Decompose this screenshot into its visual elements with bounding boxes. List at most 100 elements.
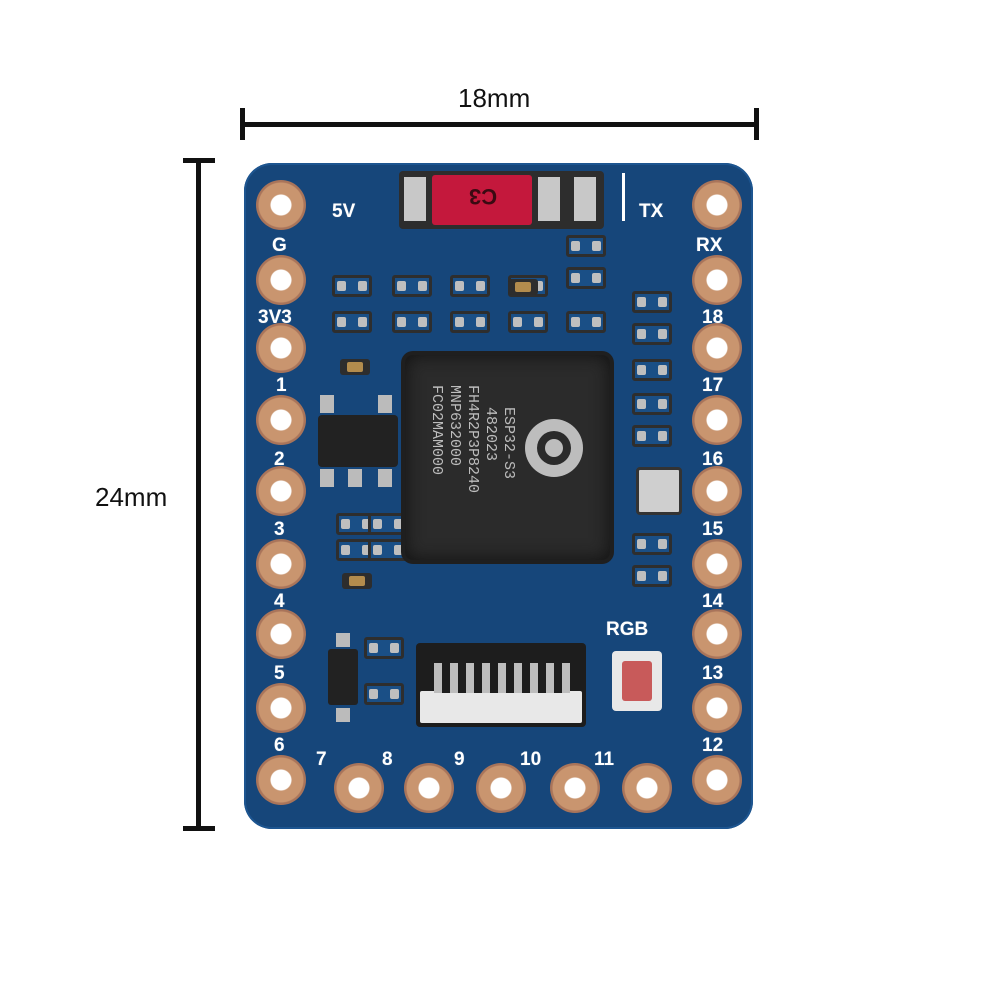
bottom-pad [404, 763, 454, 813]
pin-label-left: 5 [274, 663, 285, 684]
capacitor-c3-terminal-left [404, 177, 426, 221]
capacitor-c3-body [432, 175, 532, 225]
pin-label-left: G [272, 235, 287, 256]
fpc-connector-housing [420, 691, 582, 723]
smd-component [632, 393, 672, 415]
pin-label-bottom: 10 [520, 749, 542, 770]
pin-label-bottom: 7 [316, 749, 327, 770]
width-dimension-cap-left [240, 108, 245, 140]
left-pad [256, 180, 306, 230]
smd-component [368, 513, 408, 535]
right-pad [692, 683, 742, 733]
regulator-lead [320, 469, 334, 487]
smd-component [566, 235, 606, 257]
height-dimension-line [196, 160, 201, 830]
fpc-connector-pins [434, 663, 570, 693]
pin-label-left: 6 [274, 735, 285, 756]
pin-label-right: 13 [702, 663, 724, 684]
esp32-chip: ESP32-S3 482023 FH4R2P3P8240 MNP632000 F… [405, 355, 610, 560]
smd-component [368, 539, 408, 561]
voltage-regulator [318, 415, 398, 467]
smd-component [508, 311, 548, 333]
smd-component [632, 425, 672, 447]
width-dimension-cap-right [754, 108, 759, 140]
capacitor-c3-terminal-right [574, 177, 596, 221]
tx-separator-line [622, 173, 625, 221]
chip-marking-line5: FC02MAM000 [428, 385, 445, 476]
label-tx: TX [639, 201, 664, 222]
bottom-pad [334, 763, 384, 813]
smd-component [566, 267, 606, 289]
left-pad [256, 539, 306, 589]
smd-component [632, 323, 672, 345]
smd-component [632, 291, 672, 313]
bottom-pad [550, 763, 600, 813]
right-pad [692, 466, 742, 516]
regulator-lead [320, 395, 334, 413]
capacitor-c3-label: C3 [469, 184, 498, 209]
pin-label-bottom: 9 [454, 749, 465, 770]
capacitor-c3-terminal-mid [538, 177, 560, 221]
bottom-pad [476, 763, 526, 813]
smd-component [332, 275, 372, 297]
chip-marking-line4: MNP632000 [446, 385, 463, 467]
smd-component [632, 565, 672, 587]
rgb-led-die [622, 661, 652, 701]
pin-label-left: 3 [274, 519, 285, 540]
pin-label-right: 18 [702, 307, 724, 328]
height-dimension-cap-bottom [183, 826, 215, 831]
chip-marking-line3: FH4R2P3P8240 [464, 385, 481, 494]
left-pad [256, 755, 306, 805]
smd-component [364, 637, 404, 659]
capacitor-small [340, 359, 370, 375]
height-dimension-label: 24mm [95, 482, 168, 512]
capacitor-small [508, 279, 538, 295]
pin-label-left: 1 [276, 375, 287, 396]
width-dimension-label: 18mm [458, 83, 531, 113]
right-pad [692, 539, 742, 589]
chip-marking-line2: 482023 [482, 407, 499, 462]
pin-label-right: 16 [702, 449, 724, 470]
left-pad [256, 683, 306, 733]
smd-component [450, 275, 490, 297]
pin-label-right: 15 [702, 519, 724, 540]
smd-component [336, 539, 376, 561]
height-dimension-cap-top [183, 158, 215, 163]
left-pad [256, 466, 306, 516]
smd-component [332, 311, 372, 333]
smd-component [632, 533, 672, 555]
transistor-lead [336, 708, 350, 722]
transistor [328, 649, 358, 705]
right-pad [692, 323, 742, 373]
pin-label-right: 12 [702, 735, 724, 756]
regulator-lead [378, 469, 392, 487]
right-pad [692, 180, 742, 230]
chip-marking-line1: ESP32-S3 [500, 407, 517, 480]
pin-label-bottom: 8 [382, 749, 393, 770]
regulator-lead [378, 395, 392, 413]
regulator-lead [348, 469, 362, 487]
pin-label-right: 17 [702, 375, 724, 396]
pin-label-left: 2 [274, 449, 285, 470]
right-pad [692, 255, 742, 305]
pcb-board: G 3V3 1 2 3 4 5 6 RX 18 17 16 15 14 13 1… [244, 163, 753, 829]
label-5v: 5V [332, 201, 356, 222]
right-pad [692, 395, 742, 445]
left-pad [256, 323, 306, 373]
bottom-pad [622, 763, 672, 813]
pin-label-right: RX [696, 235, 723, 256]
left-pad [256, 609, 306, 659]
sensor-component [636, 467, 682, 515]
right-pad [692, 755, 742, 805]
smd-component [450, 311, 490, 333]
right-pad [692, 609, 742, 659]
transistor-lead [336, 633, 350, 647]
left-pad [256, 395, 306, 445]
smd-component [392, 311, 432, 333]
smd-component [566, 311, 606, 333]
smd-component [364, 683, 404, 705]
espressif-logo [525, 419, 583, 477]
capacitor-small [342, 573, 372, 589]
pin-label-bottom: 11 [594, 749, 615, 770]
pin-label-left: 4 [274, 591, 285, 612]
